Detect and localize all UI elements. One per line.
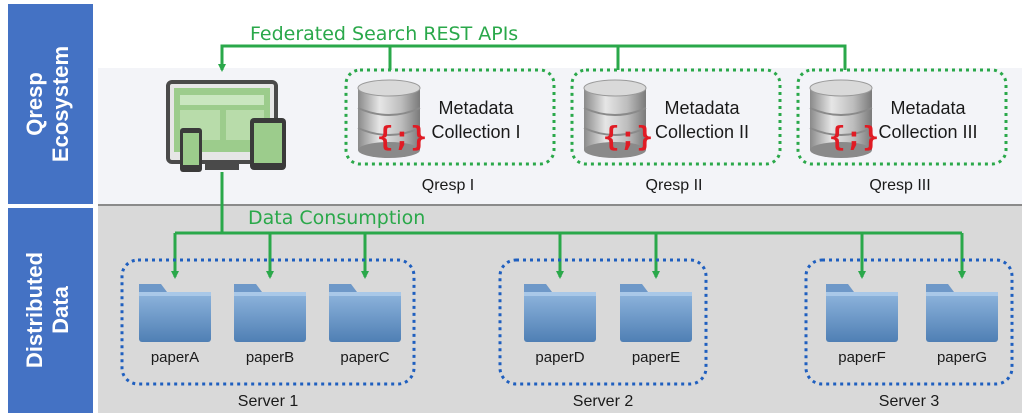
- qresp-instance-name: Qresp II: [646, 177, 703, 194]
- server-name: Server 1: [238, 393, 299, 410]
- collection-label-line1: Metadata: [438, 98, 514, 118]
- database-icon: {;}: [357, 79, 428, 158]
- server-border: [120, 258, 416, 386]
- qresp-instance-name: Qresp I: [422, 177, 474, 194]
- collection-border: [344, 68, 556, 166]
- paper-label: paperD: [535, 349, 584, 366]
- responsive-devices-icon: [166, 80, 286, 172]
- collection-label-line2: Collection II: [655, 122, 749, 142]
- server-name: Server 3: [879, 393, 940, 410]
- database-icon: {;}: [583, 79, 654, 158]
- folder-icon: [329, 284, 401, 342]
- ecosystem-label-line2: Ecosystem: [48, 46, 73, 162]
- code-braces-glyph: {;}: [603, 120, 654, 153]
- distributed-side-band: [8, 208, 93, 413]
- federated-search-connector: [218, 44, 847, 72]
- collection-border: [570, 68, 782, 166]
- qresp-instance-name: Qresp III: [869, 177, 930, 194]
- federated-search-label: Federated Search REST APIs: [250, 23, 518, 45]
- server-border: [498, 258, 708, 386]
- database-icon: {;}: [809, 79, 880, 158]
- server-name: Server 2: [573, 393, 634, 410]
- paper-label: paperG: [937, 349, 987, 366]
- paper-label: paperA: [151, 349, 199, 366]
- folder-icon: [139, 284, 211, 342]
- distributed-label-line2: Data: [48, 285, 73, 333]
- code-braces-glyph: {;}: [377, 120, 428, 153]
- ecosystem-label-line1: Qresp: [22, 72, 47, 136]
- server-1: paperA paperB paperC Server 1: [120, 258, 416, 410]
- collection-label-line2: Collection III: [878, 122, 977, 142]
- data-consumption-label: Data Consumption: [248, 207, 425, 229]
- folder-icon: [524, 284, 596, 342]
- paper-label: paperE: [632, 349, 680, 366]
- folder-icon: [826, 284, 898, 342]
- paper-label: paperC: [340, 349, 389, 366]
- folder-icon: [926, 284, 998, 342]
- paper-label: paperB: [246, 349, 294, 366]
- folder-icon: [234, 284, 306, 342]
- code-braces-glyph: {;}: [829, 120, 880, 153]
- collection-label-line2: Collection I: [431, 122, 520, 142]
- distributed-label-line1: Distributed: [22, 252, 47, 368]
- paper-label: paperF: [838, 349, 886, 366]
- server-3: paperF paperG Server 3: [804, 258, 1014, 410]
- ecosystem-side-band: [8, 4, 93, 204]
- folder-icon: [620, 284, 692, 342]
- collection-label-line1: Metadata: [664, 98, 740, 118]
- collection-label-line1: Metadata: [890, 98, 966, 118]
- collection-border: [796, 68, 1008, 166]
- server-border: [804, 258, 1014, 386]
- server-2: paperD paperE Server 2: [498, 258, 708, 410]
- data-consumption-connector: [171, 172, 966, 279]
